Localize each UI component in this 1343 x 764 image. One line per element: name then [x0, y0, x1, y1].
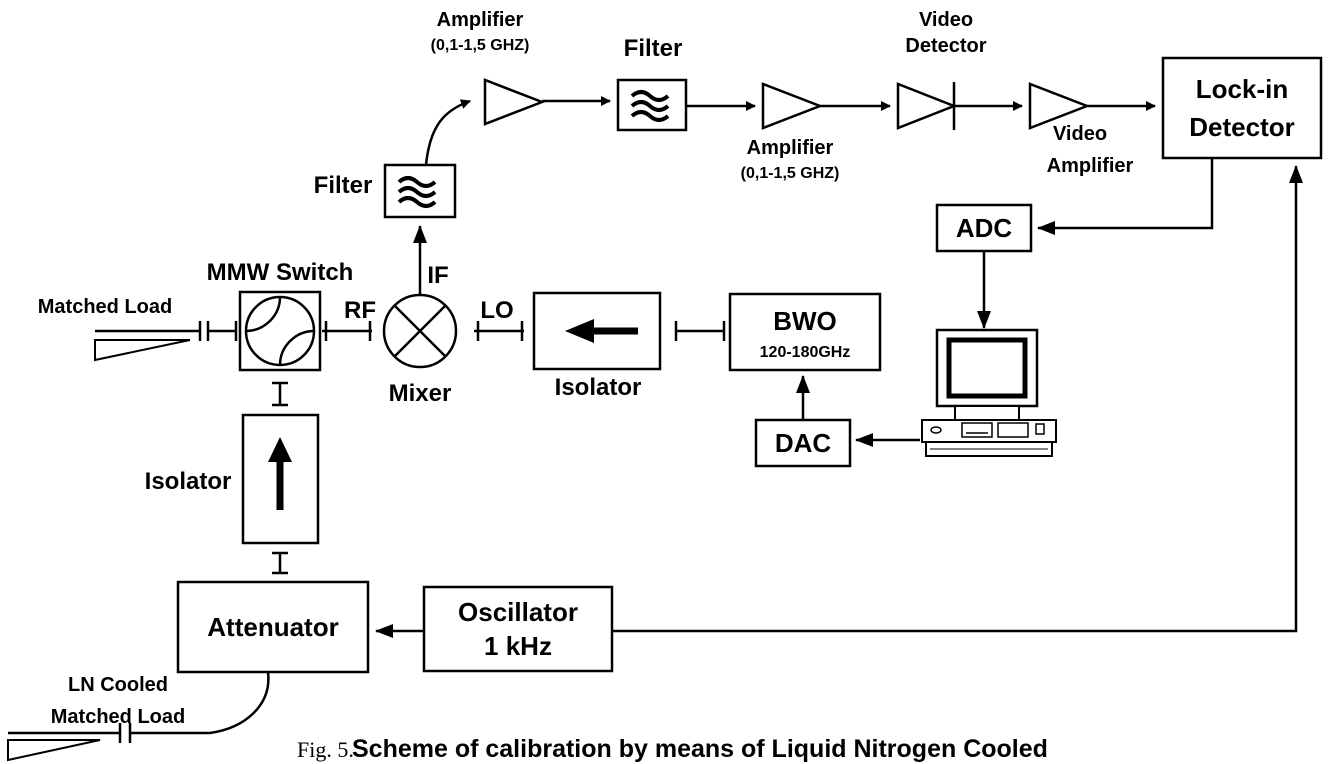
- second-amplifier: [761, 82, 824, 130]
- figure-number: Fig. 5.: [297, 737, 354, 762]
- video-amplifier-label-1: Video: [1053, 123, 1107, 145]
- bwo-label: BWO: [773, 306, 837, 336]
- oscillator-label-2: 1 kHz: [484, 631, 552, 661]
- amplifier-2-range: (0,1-1,5 GHZ): [741, 165, 840, 182]
- lock-in-detector-box: [1161, 56, 1323, 160]
- bwo-box: [728, 292, 882, 372]
- isolator-arrow: [565, 319, 638, 343]
- oscillator-box: [422, 585, 614, 673]
- rf-label: RF: [344, 297, 376, 324]
- lo-label: LO: [480, 297, 513, 324]
- top-amplifier: [483, 78, 546, 126]
- mmw-switch: [238, 290, 322, 372]
- ln-load-wedge: [7, 739, 101, 762]
- top-filter: [616, 78, 688, 132]
- switch-isolator-connector: [272, 381, 288, 407]
- bwo-range-label: 120-180GHz: [760, 344, 851, 361]
- filter-to-amp-wire: [424, 99, 471, 166]
- computer-icon: [921, 328, 1057, 457]
- if-label: IF: [427, 262, 448, 289]
- vertical-isolator: [241, 413, 320, 545]
- figure-caption: Scheme of calibration by means of Liquid…: [352, 735, 1048, 763]
- lock-in-label-2: Detector: [1189, 112, 1294, 142]
- ln-cooled-label-1: LN Cooled: [68, 674, 168, 696]
- attenuator-label: Attenuator: [207, 612, 338, 642]
- adc-label: ADC: [956, 213, 1013, 243]
- mmw-switch-label: MMW Switch: [207, 259, 354, 286]
- filter-left-label: Filter: [314, 172, 373, 199]
- isolator-vertical-label: Isolator: [145, 468, 232, 495]
- lock-in-label-1: Lock-in: [1196, 74, 1288, 104]
- video-amplifier-label-2: Amplifier: [1047, 155, 1134, 177]
- matched-load-label: Matched Load: [38, 296, 172, 318]
- oscillator-label-1: Oscillator: [458, 597, 578, 627]
- matched-load-wedge: [94, 339, 191, 362]
- video-amplifier: [1028, 82, 1091, 130]
- amplifier-1-range: (0,1-1,5 GHZ): [431, 37, 530, 54]
- amplifier-1-title: Amplifier: [437, 9, 524, 31]
- ln-load-cable: [209, 671, 270, 735]
- adc-box: [935, 203, 1033, 253]
- video-detector-diode: [896, 82, 958, 130]
- amplifier-2-title: Amplifier: [747, 137, 834, 159]
- video-detector-label-1: Video: [919, 9, 973, 31]
- mixer-symbol: [382, 293, 458, 369]
- isolator-attenuator-connector: [272, 551, 288, 575]
- attenuator-box: [176, 580, 370, 674]
- filter-top-label: Filter: [624, 35, 683, 62]
- dac-label: DAC: [775, 428, 832, 458]
- lockin-to-adc-wire: [1037, 158, 1214, 235]
- mixer-label: Mixer: [389, 380, 452, 407]
- video-detector-label-2: Detector: [905, 35, 986, 57]
- isolator-bwo-connector: [674, 321, 726, 341]
- ln-cooled-label-2: Matched Load: [51, 706, 185, 728]
- isolator-horizontal-label: Isolator: [555, 374, 642, 401]
- left-filter: [383, 163, 457, 219]
- oscillator-to-lockin-wire: [612, 165, 1303, 633]
